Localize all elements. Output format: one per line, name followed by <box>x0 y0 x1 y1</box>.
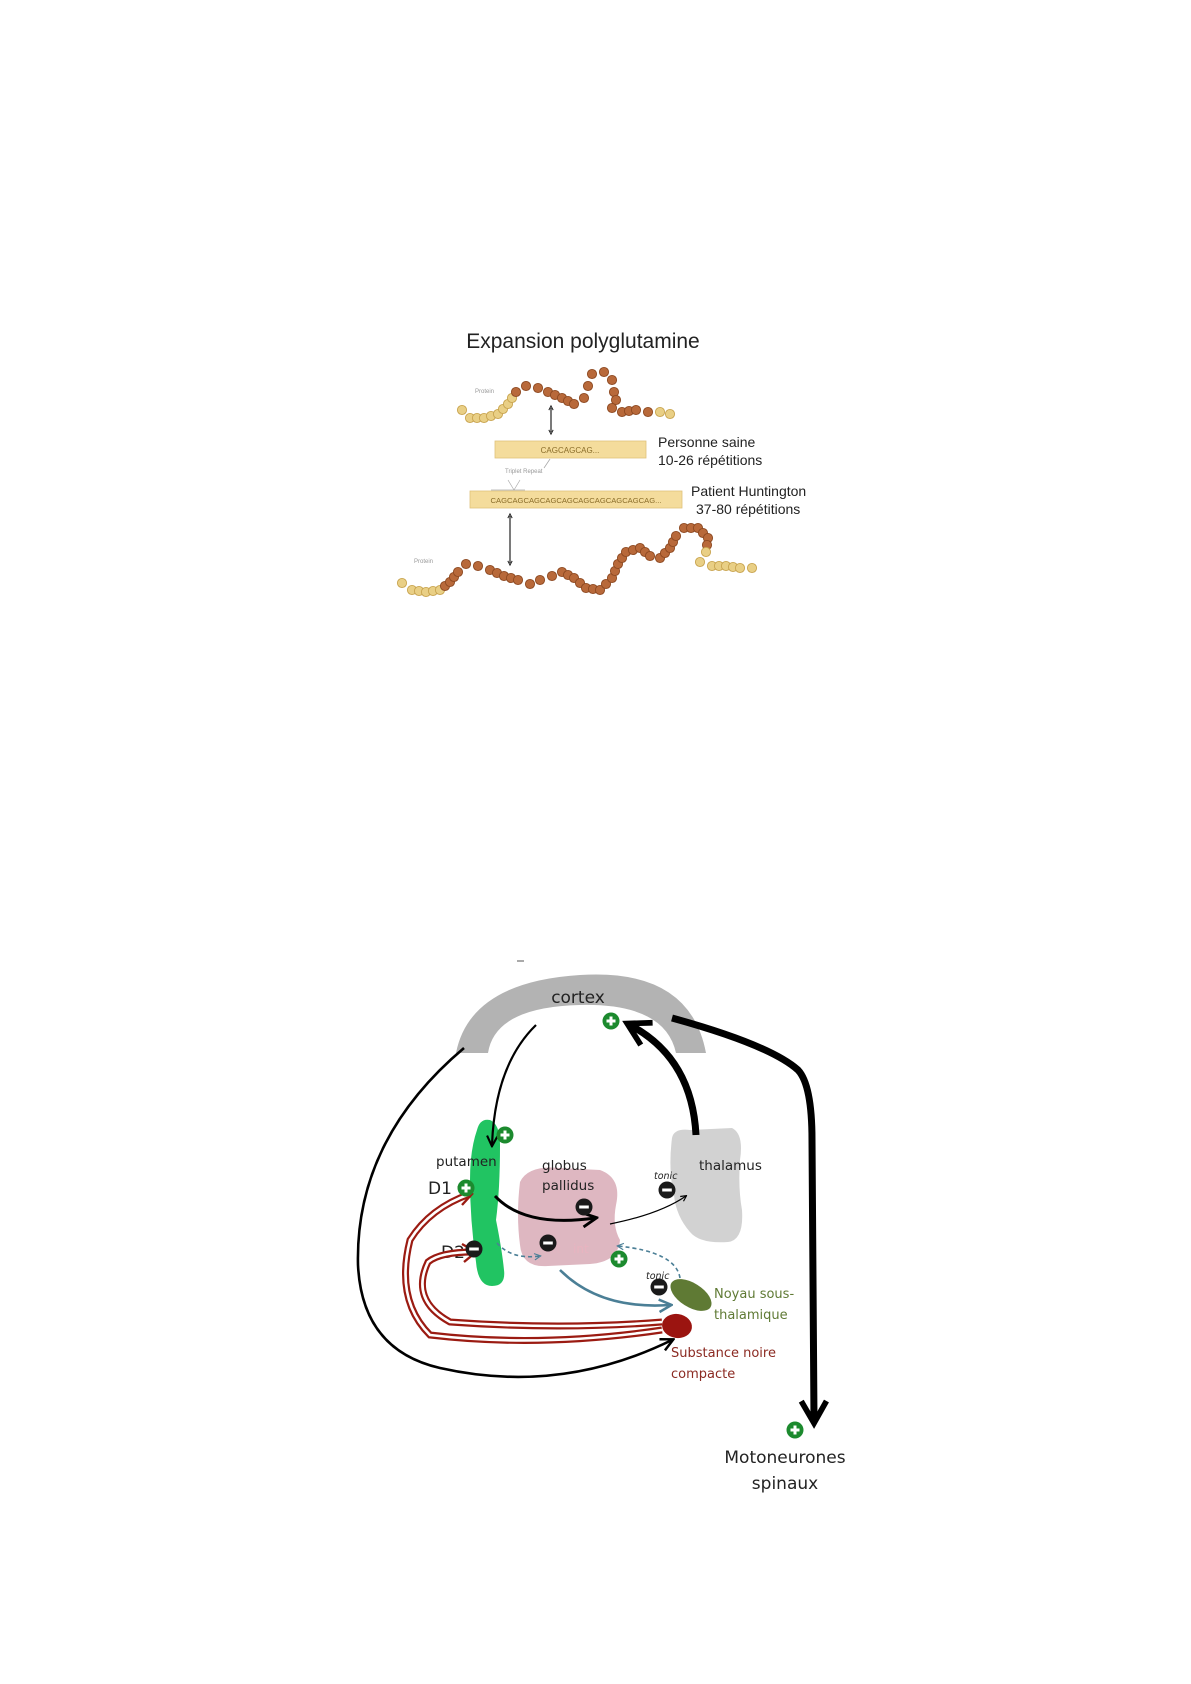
polyglutamine-bead <box>472 560 484 572</box>
basal-ganglia-figure: cortex thalamus globus pallidus ext int … <box>356 960 846 1494</box>
protein-chain-top <box>456 366 676 424</box>
thalamus-label: thalamus <box>699 1158 762 1174</box>
polyglutamine-bead <box>606 374 618 386</box>
triplet-bracket <box>491 479 525 491</box>
thalamus-to-cortex-arrow <box>622 1019 700 1136</box>
healthy-repeats: 10-26 répétitions <box>658 452 762 468</box>
triplet-pointer <box>543 458 551 469</box>
polyglutamine-bead <box>582 380 594 392</box>
globus-pallidus-label-2: pallidus <box>542 1178 594 1194</box>
thalamus-shape <box>670 1128 743 1243</box>
sequence-short: CAGCAGCAG... <box>541 446 600 455</box>
polyglutamine-bead <box>600 578 612 590</box>
tonic-label-stn: tonic <box>646 1271 670 1282</box>
substantia-nigra-label-1: Substance noire <box>671 1346 776 1361</box>
polyq-title: Expansion polyglutamine <box>466 330 699 353</box>
subthalamic-label-1: Noyau sous- <box>714 1287 794 1302</box>
healthy-label: Personne saine <box>658 434 756 450</box>
plus-icon-cortex <box>602 1012 620 1030</box>
polyglutamine-bead <box>568 398 580 410</box>
gp-int-label: int <box>573 1242 589 1256</box>
polyglutamine-bead <box>644 550 656 562</box>
amino-acid-bead <box>664 408 676 420</box>
minus-icon-gpi <box>575 1198 593 1216</box>
polyglutamine-bead <box>598 366 610 378</box>
polyglutamine-bead <box>606 402 618 414</box>
spinal-label-2: spinaux <box>752 1474 818 1494</box>
polyglutamine-bead <box>594 584 606 596</box>
sequence-bar-long <box>469 490 683 509</box>
polyglutamine-bead <box>452 566 464 578</box>
polyglutamine-bead <box>610 394 622 406</box>
polyglutamine-bead <box>586 368 598 380</box>
minus-icon-thalamus <box>658 1181 676 1199</box>
protein-label-top: Protein <box>475 389 494 395</box>
cortex-to-spinal-arrow <box>671 1014 829 1429</box>
d2-to-gpe-dashed-arrow <box>496 1242 540 1257</box>
polyglutamine-bead <box>512 574 524 586</box>
protein-chain-bottom <box>396 522 758 598</box>
polyglutamine-bead <box>460 558 472 570</box>
substantia-nigra-label-2: compacte <box>671 1367 735 1382</box>
amino-acid-bead <box>746 562 758 574</box>
amino-acid-bead <box>734 562 746 574</box>
sequence-long: CAGCAGCAGCAGCAGCAGCAGCAGCAGCAG... <box>491 496 662 505</box>
polyglutamine-bead <box>546 570 558 582</box>
cortex-label: cortex <box>551 988 605 1008</box>
globus-pallidus-label-1: globus <box>542 1158 587 1174</box>
gpi-to-thalamus-arrow <box>609 1196 686 1225</box>
triplet-repeat-label: Triplet Repeat <box>505 469 543 475</box>
gpe-to-stn-arrow <box>559 1269 670 1306</box>
amino-acid-bead <box>396 577 408 589</box>
polyglutamine-bead <box>534 574 546 586</box>
plus-icon-spinal <box>786 1421 804 1439</box>
substantia-nigra-shape <box>662 1313 692 1339</box>
d1-to-gpi-arrow <box>493 1194 595 1220</box>
patient-repeats: 37-80 répétitions <box>696 501 800 517</box>
snc-to-d2-pathway-inner <box>421 1250 663 1328</box>
patient-label: Patient Huntington <box>691 483 806 499</box>
protein-label-bottom: Protein <box>414 559 433 565</box>
plus-icon-d1 <box>457 1179 475 1197</box>
plus-icon-gpi <box>610 1250 628 1268</box>
polyglutamine-bead <box>510 386 522 398</box>
polyglutamine-bead <box>670 530 682 542</box>
minus-icon-d2 <box>465 1240 483 1258</box>
stn-to-gpi-dashed-arrow <box>618 1246 681 1279</box>
minus-icon-stn <box>650 1278 668 1296</box>
polyglutamine-bead <box>578 392 590 404</box>
polyglutamine-bead <box>532 382 544 394</box>
polyglutamine-bead <box>630 404 642 416</box>
subthalamic-nucleus-shape <box>670 1279 712 1311</box>
plus-icon-putamen <box>496 1126 514 1144</box>
putamen-shape <box>470 1119 505 1286</box>
polyglutamine-figure: Expansion polyglutamine Protein CAGCAGCA… <box>396 330 806 598</box>
spinal-label-1: Motoneurones <box>724 1448 845 1468</box>
cortex-to-putamen-arrow <box>492 1024 537 1145</box>
cortex-to-snc-arrow <box>356 1047 672 1379</box>
d1-label: D1 <box>428 1179 452 1199</box>
amino-acid-bead <box>694 556 706 568</box>
amino-acid-bead <box>654 406 666 418</box>
polyglutamine-bead <box>524 578 536 590</box>
cortex-arc <box>456 974 706 1053</box>
sequence-bar-short <box>494 440 647 459</box>
minus-icon-gpe <box>539 1234 557 1252</box>
amino-acid-bead <box>700 546 712 558</box>
polyglutamine-bead <box>520 380 532 392</box>
tonic-label-thalamus: tonic <box>654 1171 678 1182</box>
subthalamic-label-2: thalamique <box>714 1308 788 1323</box>
amino-acid-bead <box>456 404 468 416</box>
polyglutamine-bead <box>642 406 654 418</box>
snc-to-d1-pathway-inner <box>404 1192 663 1342</box>
putamen-label: putamen <box>436 1154 497 1170</box>
